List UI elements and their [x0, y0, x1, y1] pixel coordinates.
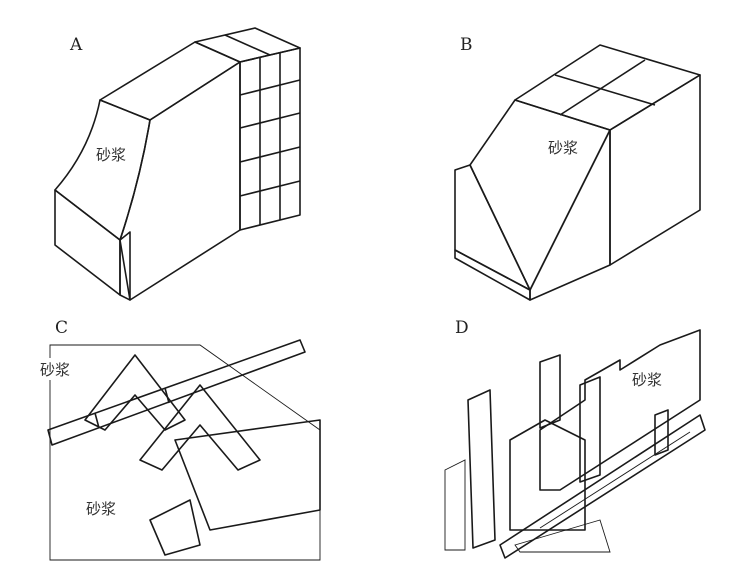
post-left-d — [467, 389, 496, 549]
plank-rows-c — [174, 419, 321, 531]
foreground-planks-d — [499, 414, 706, 559]
mortar-label-c-bottom: 砂浆 — [86, 500, 116, 518]
mortar-face-a — [54, 99, 151, 241]
ground-hatch-d — [444, 459, 466, 551]
mortar-label-a: 砂浆 — [96, 146, 126, 164]
mortar-label-bg-d — [630, 368, 674, 390]
brick-courses-a — [194, 27, 301, 231]
mortar-face-b — [469, 99, 611, 291]
mortar-label-bg-c1 — [38, 358, 78, 380]
stepped-wall-d — [539, 329, 701, 491]
base-edge-b — [454, 249, 531, 301]
front-block-a — [54, 189, 121, 296]
panel-c: C 砂浆 砂浆 — [38, 318, 321, 561]
front-block-edge-a — [119, 231, 131, 301]
diagonal-beam-c — [47, 339, 306, 446]
rubble-pile-c — [149, 499, 201, 556]
chevron-block-1-c — [84, 354, 186, 431]
rubble-block-d — [509, 419, 586, 531]
mortar-label-c-top: 砂浆 — [40, 361, 70, 379]
post-center-d — [539, 354, 561, 429]
mortar-label-bg-b — [546, 136, 588, 158]
mortar-ground-c — [49, 344, 321, 561]
chevron-block-2-c — [139, 384, 261, 471]
mortar-label-bg-c2 — [84, 497, 124, 519]
panel-label-c: C — [55, 318, 68, 338]
left-courses-b — [454, 164, 531, 291]
post-right-d — [579, 376, 601, 483]
ground-hatch-2-d — [514, 519, 611, 553]
panel-label-a: A — [69, 35, 83, 55]
mortar-label-d: 砂浆 — [632, 371, 662, 389]
panel-label-b: B — [460, 35, 473, 55]
panel-b: B 砂浆 — [454, 35, 701, 301]
mortar-label-b: 砂浆 — [548, 139, 578, 157]
panel-a: A 砂浆 — [54, 27, 301, 301]
mortar-label-bg-a — [94, 142, 138, 166]
panel-d: D 砂浆 — [444, 318, 706, 559]
top-slabs-b — [514, 44, 701, 131]
post-far-d — [654, 409, 669, 456]
side-courses-b — [609, 74, 701, 266]
panel-label-d: D — [455, 318, 469, 338]
